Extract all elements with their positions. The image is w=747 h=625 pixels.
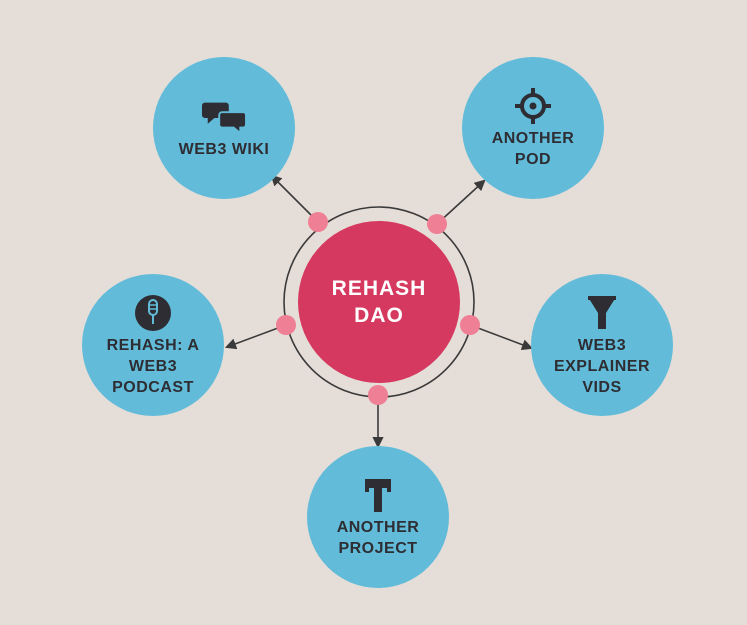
connector-dot-another-pod xyxy=(427,214,447,234)
funnel-icon xyxy=(580,293,624,333)
node-label-web3-explainer-vids: WEB3 EXPLAINER VIDS xyxy=(553,336,651,396)
center-node-label: REHASH DAO xyxy=(331,277,427,327)
node-another-project: ANOTHER PROJECT xyxy=(307,446,449,588)
connector-line-web3-explainer-vids xyxy=(469,324,534,351)
node-label-another-project: ANOTHER PROJECT xyxy=(336,519,420,557)
connector-dot-another-project xyxy=(368,385,388,405)
chat-bubbles-icon xyxy=(202,97,246,137)
node-another-pod: ANOTHER POD xyxy=(462,57,604,199)
crosshair-icon xyxy=(511,86,555,126)
node-web3-wiki: WEB3 WIKI xyxy=(153,57,295,199)
microphone-icon xyxy=(131,293,175,333)
t-shaped-tool-icon xyxy=(356,475,400,515)
connector-dot-web3-wiki xyxy=(308,212,328,232)
node-web3-explainer-vids: WEB3 EXPLAINER VIDS xyxy=(531,274,673,416)
center-node-rehash-dao: REHASH DAO xyxy=(298,221,460,383)
node-label-another-pod: ANOTHER POD xyxy=(491,130,575,168)
connector-dot-web3-explainer-vids xyxy=(460,315,480,335)
node-rehash-podcast: REHASH: A WEB3 PODCAST xyxy=(82,274,224,416)
connector-dot-rehash-podcast xyxy=(276,315,296,335)
node-label-web3-wiki: WEB3 WIKI xyxy=(178,140,270,158)
node-label-rehash-podcast: REHASH: A WEB3 PODCAST xyxy=(106,336,200,396)
